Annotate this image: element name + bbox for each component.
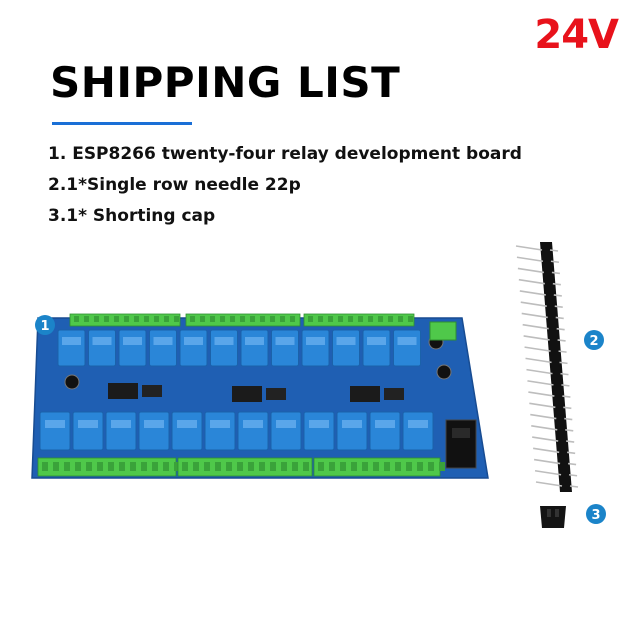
page-title: SHIPPING LIST bbox=[50, 58, 401, 107]
callout-number: 2 bbox=[589, 334, 598, 349]
list-item: 1. ESP8266 twenty-four relay development… bbox=[48, 144, 522, 164]
list-item: 2.1*Single row needle 22p bbox=[48, 175, 301, 195]
callout-badge-1: 1 bbox=[35, 315, 55, 335]
callout-number: 1 bbox=[40, 319, 49, 334]
shorting-cap-photo bbox=[540, 506, 566, 528]
callout-number: 3 bbox=[591, 508, 600, 523]
title-underline bbox=[52, 122, 192, 125]
callout-badge-2: 2 bbox=[584, 330, 604, 350]
product-photo: 1 2 3 bbox=[31, 242, 606, 528]
shipping-list: 1. ESP8266 twenty-four relay development… bbox=[48, 142, 522, 235]
pin-header-photo bbox=[515, 242, 579, 492]
list-item: 3.1* Shorting cap bbox=[48, 206, 216, 226]
relay-board-photo bbox=[31, 313, 489, 479]
voltage-label: 24V bbox=[534, 12, 619, 58]
callout-badge-3: 3 bbox=[586, 504, 606, 524]
